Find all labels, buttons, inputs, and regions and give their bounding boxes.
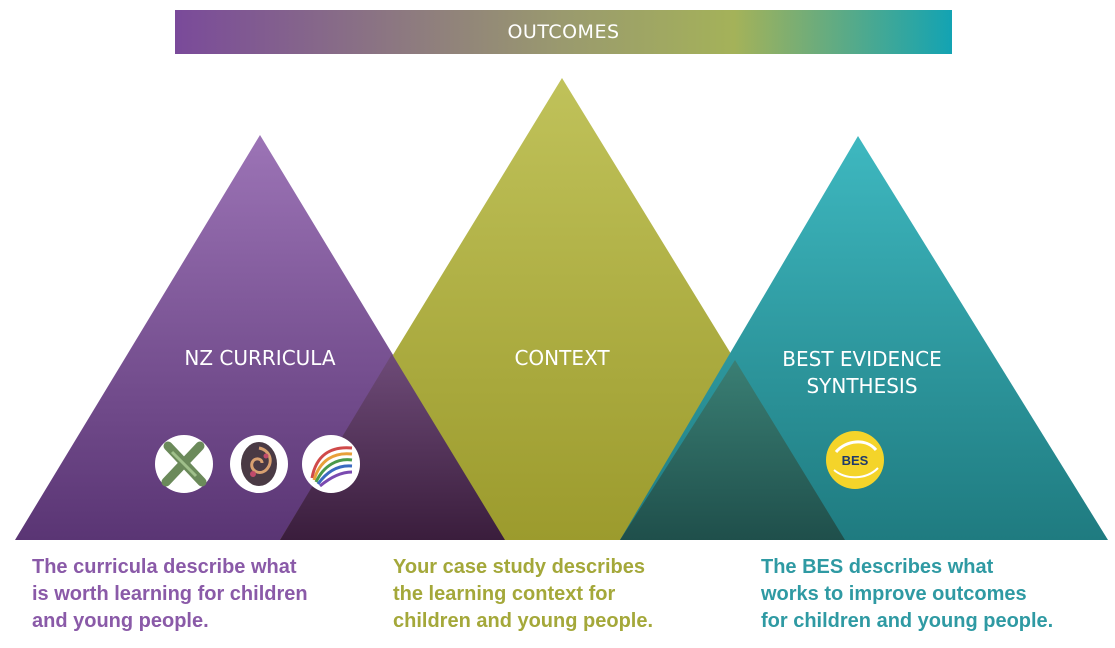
context-label: CONTEXT bbox=[514, 346, 610, 370]
bes-logo-text: BES bbox=[842, 453, 869, 468]
bes-caption: The BES describes what works to improve … bbox=[761, 556, 1054, 632]
best-evidence-synthesis-label: BEST EVIDENCE SYNTHESIS bbox=[782, 347, 942, 398]
te-whariki-logo-icon bbox=[302, 435, 360, 493]
the-nz-curriculum-logo-icon bbox=[155, 435, 213, 493]
bes-logo-icon: BES bbox=[826, 431, 884, 489]
te-marautanga-o-aotearoa-logo-icon bbox=[230, 435, 288, 493]
context-evidence-overlap bbox=[620, 360, 845, 540]
context-caption: Your case study describes the learning c… bbox=[393, 556, 654, 632]
nz-curricula-label: NZ CURRICULA bbox=[184, 346, 336, 370]
curricula-caption: The curricula describe what is worth lea… bbox=[32, 556, 308, 632]
outcomes-banner bbox=[175, 10, 952, 54]
outcomes-label: OUTCOMES bbox=[507, 21, 620, 43]
curricula-context-overlap bbox=[280, 354, 505, 540]
